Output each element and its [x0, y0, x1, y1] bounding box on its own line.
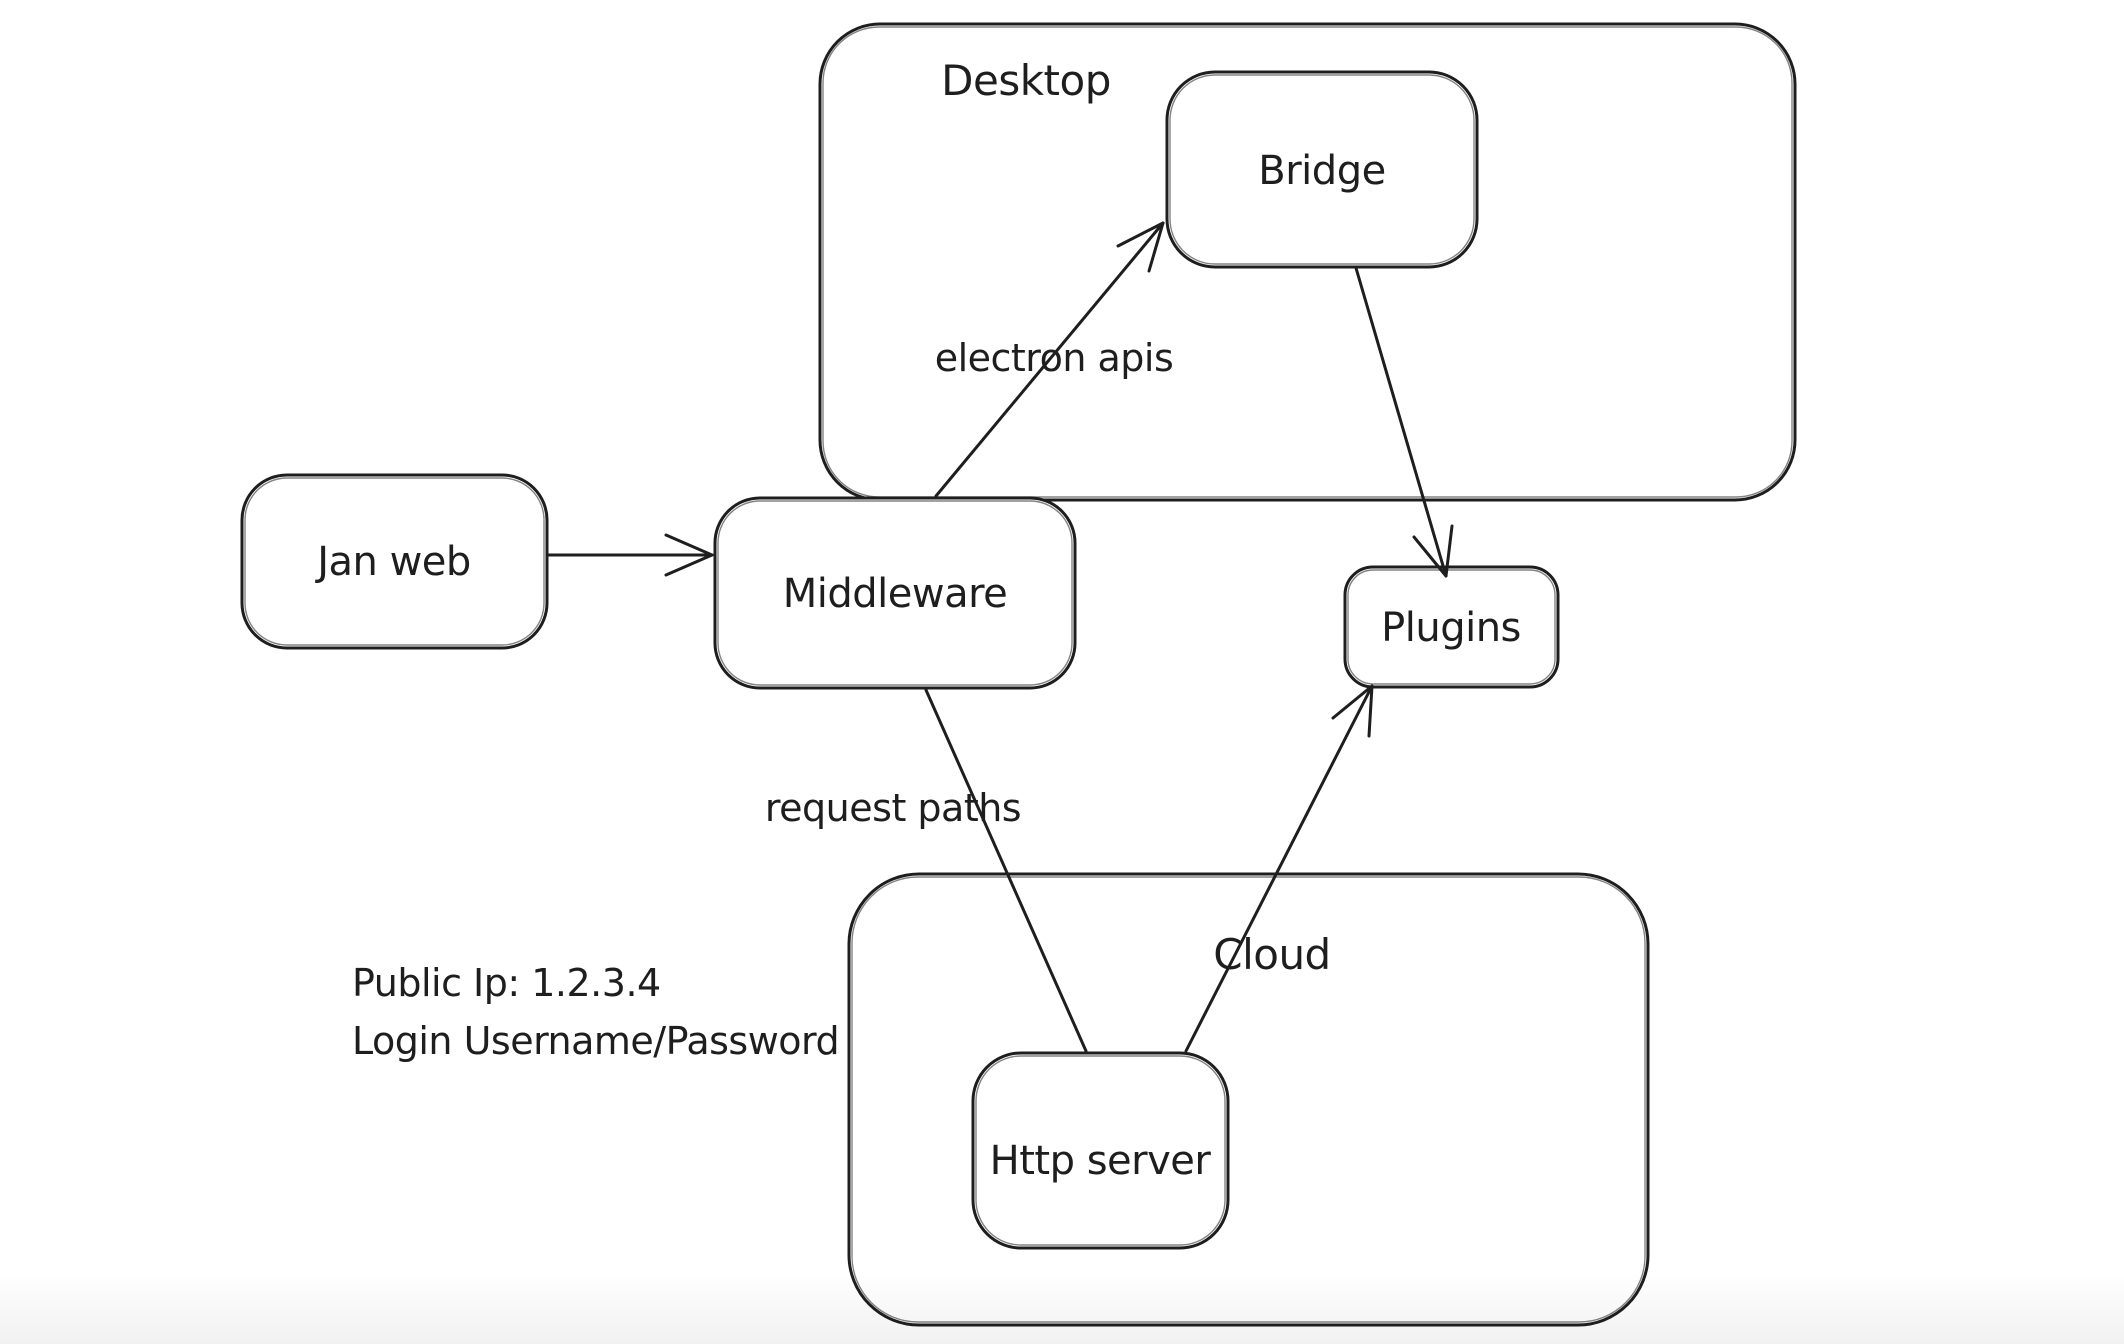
middleware-box: [713, 496, 1077, 690]
node-plugins[interactable]: [1343, 565, 1560, 689]
edge-middleware-to-bridge[interactable]: [934, 221, 1165, 498]
edge-http-server-to-plugins[interactable]: [1184, 684, 1374, 1053]
electron-apis-label[interactable]: electron apis: [935, 336, 1174, 380]
edge-jan-web-to-middleware[interactable]: [546, 533, 714, 577]
node-middleware[interactable]: [713, 496, 1077, 690]
cloud-label[interactable]: Cloud: [1213, 930, 1331, 979]
node-jan-web[interactable]: [240, 473, 549, 650]
desktop-label[interactable]: Desktop: [941, 56, 1111, 105]
plugins-box: [1343, 565, 1560, 689]
bridge-box: [1165, 70, 1479, 269]
middleware-label[interactable]: Middleware: [783, 571, 1008, 617]
login-note[interactable]: Login Username/Password: [352, 1019, 840, 1063]
jan-web-box: [240, 473, 549, 650]
edge-middleware-to-http-server[interactable]: [924, 688, 1088, 1053]
http-server-box: [971, 1051, 1230, 1250]
arrowhead-icon: [1412, 524, 1454, 578]
edge-line-http-server-plugins: [1184, 684, 1374, 1053]
node-bridge[interactable]: [1165, 70, 1479, 269]
node-http-server[interactable]: [971, 1051, 1230, 1250]
request-paths-label[interactable]: request paths: [765, 786, 1022, 830]
bridge-sketch-stroke: [1169, 74, 1475, 265]
bridge-label[interactable]: Bridge: [1258, 148, 1386, 194]
middleware-sketch-stroke: [717, 500, 1073, 686]
edge-line-middleware-http-server: [924, 688, 1088, 1053]
arrowhead-icon: [664, 533, 714, 577]
jan-web-sketch-stroke: [244, 477, 545, 646]
cloud-container-sketch-stroke: [851, 876, 1646, 1323]
http-server-label[interactable]: Http server: [990, 1138, 1212, 1184]
edge-line-bridge-plugins: [1354, 266, 1448, 578]
plugins-sketch-stroke: [1347, 569, 1556, 685]
http-server-sketch-stroke: [975, 1055, 1226, 1246]
arrowhead-icon: [1116, 221, 1165, 273]
arrowhead-icon: [1331, 684, 1374, 738]
jan-web-label[interactable]: Jan web: [314, 539, 471, 585]
edge-bridge-to-plugins[interactable]: [1354, 266, 1454, 578]
plugins-label[interactable]: Plugins: [1381, 605, 1521, 651]
desktop-container-sketch-stroke: [822, 26, 1793, 498]
public-ip-note[interactable]: Public Ip: 1.2.3.4: [352, 961, 661, 1005]
edge-line-middleware-bridge: [934, 221, 1165, 498]
